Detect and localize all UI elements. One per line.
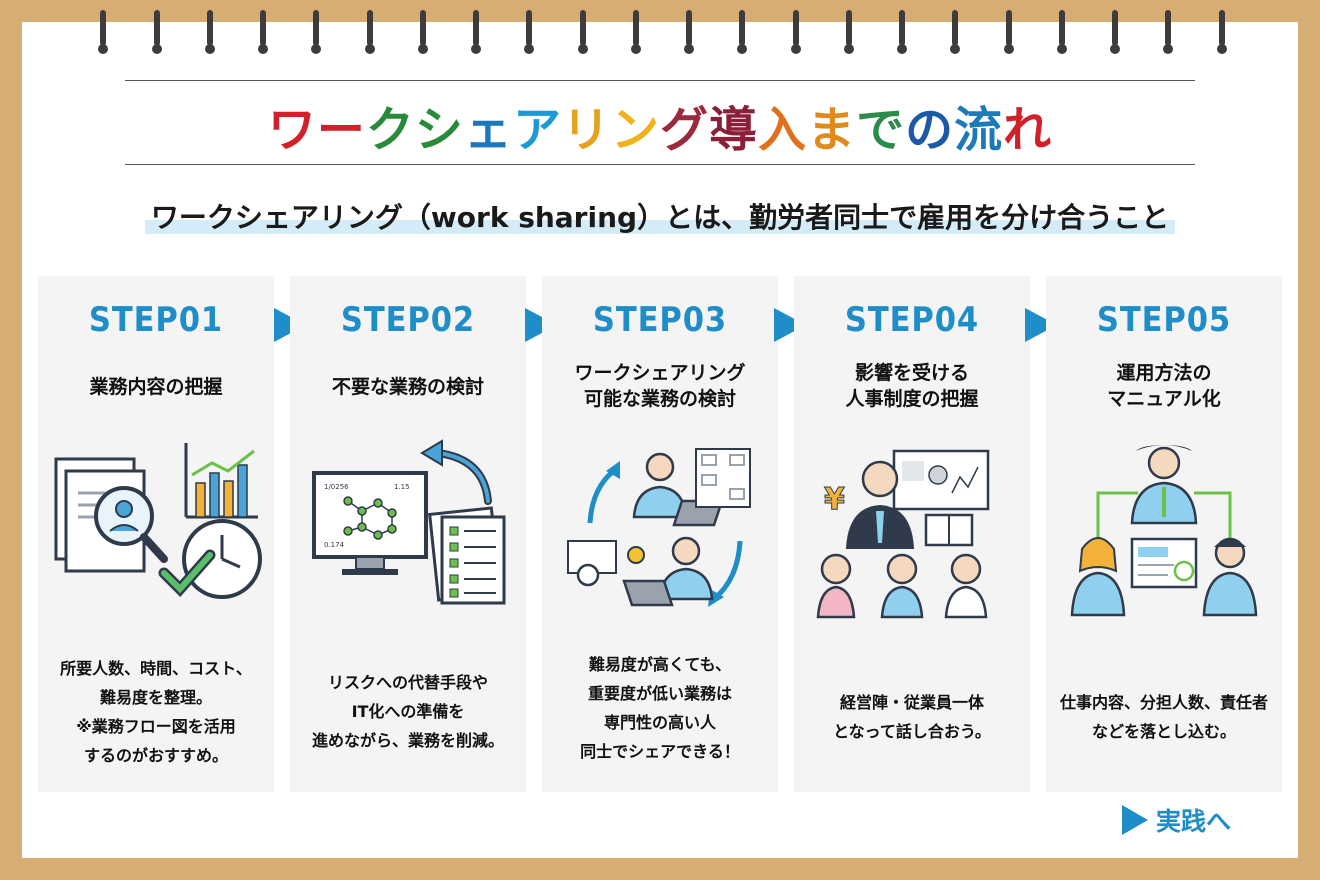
title-char: 入	[758, 102, 808, 158]
title-char: ワ	[267, 102, 317, 158]
binder-ring-icon	[258, 10, 268, 56]
page-title: ワークシェアリング導入までの流れ	[125, 90, 1195, 160]
title-rule-bottom	[125, 164, 1195, 165]
binder-ring-icon	[950, 10, 960, 56]
binder-ring-icon	[471, 10, 481, 56]
binder-ring-icon	[205, 10, 215, 56]
desc-line: ※業務フロー図を活用	[76, 717, 236, 736]
step-label: STEP04	[844, 300, 980, 340]
binder-ring-icon	[1057, 10, 1067, 56]
step-card-1: STEP01 業務内容の把握 所要人数、時間、コスト、 難易度を整理。 ※業務フ…	[38, 276, 274, 792]
title-char: ェ	[463, 102, 513, 158]
desc-line: するのがおすすめ。	[83, 746, 228, 765]
title-char: ア	[512, 102, 562, 158]
step-heading-line: 影響を受ける	[854, 362, 969, 384]
hr-system-illustration: ¥	[816, 449, 990, 619]
binder-ring-icon	[737, 10, 747, 56]
next-practice-link[interactable]: 実践へ	[1122, 800, 1272, 840]
title-char: 導	[709, 102, 759, 158]
binder-ring-icon	[311, 10, 321, 56]
title-char: れ	[1003, 102, 1053, 158]
step-label: STEP02	[340, 300, 476, 340]
desc-line: 重要度が低い業務は	[587, 684, 732, 703]
binder-ring-icon	[1217, 10, 1227, 56]
binder-ring-icon	[152, 10, 162, 56]
desc-line: 難易度を整理。	[99, 688, 212, 707]
title-char: ン	[610, 102, 660, 158]
step-heading: 業務内容の把握	[38, 374, 274, 400]
step-description: リスクへの代替手段や IT化への準備を 進めながら、業務を削減。	[290, 668, 526, 755]
title-char: ク	[365, 102, 415, 158]
desc-line: 経営陣・従業員一体	[839, 693, 984, 712]
binder-ring-icon	[418, 10, 428, 56]
step-description: 所要人数、時間、コスト、 難易度を整理。 ※業務フロー図を活用 するのがおすすめ…	[38, 654, 274, 770]
step-label: STEP03	[592, 300, 728, 340]
step-heading-line: マニュアル化	[1107, 388, 1221, 410]
title-char: で	[856, 102, 906, 158]
step-heading-line: 可能な業務の検討	[583, 388, 736, 410]
title-char: グ	[660, 102, 710, 158]
desc-line: 同士でシェアできる！	[580, 742, 740, 761]
manual-team-illustration	[1070, 445, 1258, 617]
step-card-2: STEP02 不要な業務の検討 1/0256 1.15 0.174	[290, 276, 526, 792]
subtitle: ワークシェアリング（work sharing）とは、勤労者同士で雇用を分け合うこ…	[60, 196, 1260, 236]
subtitle-text: ワークシェアリング（work sharing）とは、勤労者同士で雇用を分け合うこ…	[144, 201, 1176, 234]
step-heading-line: 運用方法の	[1116, 362, 1212, 384]
binder-ring-icon	[1110, 10, 1120, 56]
binder-ring-icon	[578, 10, 588, 56]
document-analysis-illustration	[54, 443, 262, 599]
monitor-text-bottom: 0.174	[324, 541, 345, 549]
title-char: シ	[414, 102, 464, 158]
step-heading: 影響を受ける 人事制度の把握	[794, 360, 1030, 412]
people-sharing-illustration	[567, 448, 751, 607]
binder-ring-icon	[631, 10, 641, 56]
title-char: ー	[316, 102, 366, 158]
binder-ring-icon	[1004, 10, 1014, 56]
desc-line: 専門性の高い人	[603, 713, 716, 732]
step-heading: 運用方法の マニュアル化	[1046, 360, 1282, 412]
binder-ring-icon	[844, 10, 854, 56]
title-char: リ	[561, 102, 611, 158]
binder-ring-icon	[791, 10, 801, 56]
desc-line: などを落とし込む。	[1091, 722, 1236, 741]
monitor-text-left: 1/0256	[324, 483, 349, 491]
step-heading: ワークシェアリング 可能な業務の検討	[542, 360, 778, 412]
desc-line: 仕事内容、分担人数、責任者	[1059, 693, 1268, 712]
next-practice-label: 実践へ	[1156, 807, 1232, 836]
step-description: 経営陣・従業員一体 となって話し合おう。	[794, 688, 1030, 746]
desc-line: リスクへの代替手段や	[327, 673, 488, 692]
desc-line: IT化への準備を	[351, 702, 465, 721]
step-heading: 不要な業務の検討	[290, 374, 526, 400]
desc-line: となって話し合おう。	[833, 722, 991, 741]
step-card-5: STEP05 運用方法の マニュアル化 仕事内容、分担人数、責任者 などを落とし…	[1046, 276, 1282, 792]
monitor-text-right: 1.15	[394, 483, 410, 491]
title-rule-top	[125, 80, 1195, 81]
title-char: 流	[954, 102, 1004, 158]
play-arrow-icon	[1122, 805, 1148, 835]
desc-line: 進めながら、業務を削減。	[311, 731, 504, 750]
step-description: 難易度が高くても、 重要度が低い業務は 専門性の高い人 同士でシェアできる！	[542, 650, 778, 766]
binder-ring-icon	[524, 10, 534, 56]
step-card-4: STEP04 影響を受ける 人事制度の把握 ¥ 経営陣・従業員一体 となって話し…	[794, 276, 1030, 792]
step-label: STEP01	[88, 300, 224, 340]
step-heading-line: 業務内容の把握	[89, 376, 223, 398]
title-char: の	[905, 102, 955, 158]
step-heading-line: ワークシェアリング	[574, 362, 746, 384]
desc-line: 難易度が高くても、	[588, 655, 732, 674]
step-heading-line: 不要な業務の検討	[331, 376, 484, 398]
step-description: 仕事内容、分担人数、責任者 などを落とし込む。	[1046, 688, 1282, 746]
binder-ring-icon	[897, 10, 907, 56]
step-card-3: STEP03 ワークシェアリング 可能な業務の検討 難易度が高くても、 重要度が…	[542, 276, 778, 792]
desc-line: 所要人数、時間、コスト、	[60, 659, 252, 678]
binder-ring-icon	[1163, 10, 1173, 56]
binder-ring-icon	[365, 10, 375, 56]
binder-ring-icon	[684, 10, 694, 56]
step-heading-line: 人事制度の把握	[845, 388, 979, 410]
step-label: STEP05	[1096, 300, 1232, 340]
yen-icon: ¥	[824, 482, 845, 517]
monitor-checklist-illustration: 1/0256 1.15 0.174	[312, 439, 506, 605]
title-char: ま	[807, 102, 857, 158]
binder-ring-icon	[98, 10, 108, 56]
